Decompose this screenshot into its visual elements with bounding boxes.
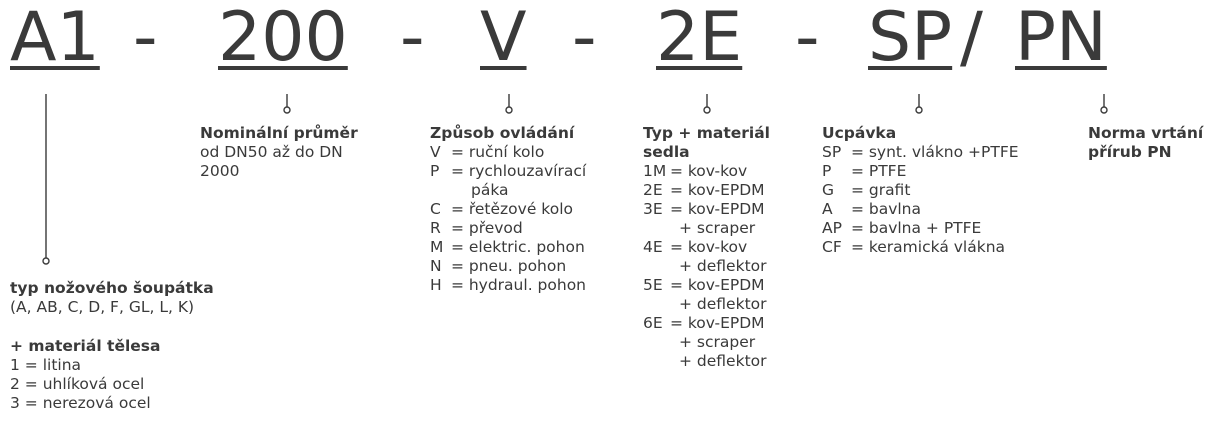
code-separator: - [795, 0, 820, 77]
operation-item: H = hydraul. pohon [430, 276, 586, 294]
code-separator: - [400, 0, 425, 77]
nominal-diameter-block: Nominální průměr od DN50 až do DN 2000 [200, 124, 405, 181]
operation-item: P = rychlouzavírací páka [430, 162, 587, 199]
operation-item: V = ruční kolo [430, 143, 545, 161]
code-separator: - [133, 0, 158, 77]
valve-type-title: typ nožového šoupátka [10, 279, 214, 297]
seat-item: 5E = kov-EPDM + deflektor [643, 276, 767, 313]
seat-title: sedla [643, 143, 690, 161]
code-operation: V [480, 0, 527, 77]
operation-block: Způsob ovládání V = ruční kolo P = rychl… [430, 124, 640, 295]
code-seat: 2E [656, 0, 743, 77]
packing-item: A = bavlna [822, 200, 921, 218]
code-type: A1 [10, 0, 100, 77]
code-nominal-diameter: 200 [218, 0, 348, 77]
pn-title: Norma vrtání [1088, 124, 1204, 142]
packing-item: CF = keramická vlákna [822, 238, 1006, 256]
pn-title: přírub PN [1088, 143, 1172, 161]
operation-item: C = řetězové kolo [430, 200, 573, 218]
operation-item: N = pneu. pohon [430, 257, 567, 275]
valve-type-options: (A, AB, C, D, F, GL, L, K) [10, 298, 195, 316]
nominal-diameter-line: od DN50 až do DN [200, 143, 343, 161]
seat-item: 1M = kov-kov [643, 162, 748, 180]
body-material-item: 2 = uhlíková ocel [10, 375, 145, 393]
valve-type-block: typ nožového šoupátka (A, AB, C, D, F, G… [10, 279, 270, 413]
code-pn: PN [1015, 0, 1107, 77]
connector-dot-pn [1100, 106, 1108, 114]
packing-block: Ucpávka SP = synt. vlákno +PTFE P = PTFE… [822, 124, 1047, 257]
seat-title: Typ + materiál [643, 124, 770, 142]
operation-item: R = převod [430, 219, 523, 237]
code-separator: - [572, 0, 597, 77]
body-material-item: 1 = litina [10, 356, 82, 374]
pn-block: Norma vrtání přírub PN [1088, 124, 1218, 162]
connector-dot-seat [703, 106, 711, 114]
connector-dot-packing [915, 106, 923, 114]
connector-dot-nominal [283, 106, 291, 114]
connector-dot-operation [505, 106, 513, 114]
packing-title: Ucpávka [822, 124, 897, 142]
connector-dot-type [42, 257, 50, 265]
packing-item: P = PTFE [822, 162, 907, 180]
seat-block: Typ + materiál sedla 1M = kov-kov 2E = k… [643, 124, 793, 371]
packing-item: AP = bavlna + PTFE [822, 219, 982, 237]
code-slash: / [960, 0, 983, 77]
nominal-diameter-line: 2000 [200, 162, 240, 180]
packing-item: SP = synt. vlákno +PTFE [822, 143, 1019, 161]
seat-item: 2E = kov-EPDM [643, 181, 765, 199]
code-packing: SP [868, 0, 953, 77]
seat-item: 3E = kov-EPDM + scraper [643, 200, 765, 237]
packing-item: G = grafit [822, 181, 911, 199]
body-material-item: 3 = nerezová ocel [10, 394, 151, 412]
operation-title: Způsob ovládání [430, 124, 575, 142]
nominal-diameter-title: Nominální průměr [200, 124, 358, 142]
seat-item: 4E = kov-kov + deflektor [643, 238, 767, 275]
body-material-title: + materiál tělesa [10, 337, 161, 355]
seat-item: 6E = kov-EPDM + scraper + deflektor [643, 314, 767, 370]
operation-item: M = elektric. pohon [430, 238, 585, 256]
